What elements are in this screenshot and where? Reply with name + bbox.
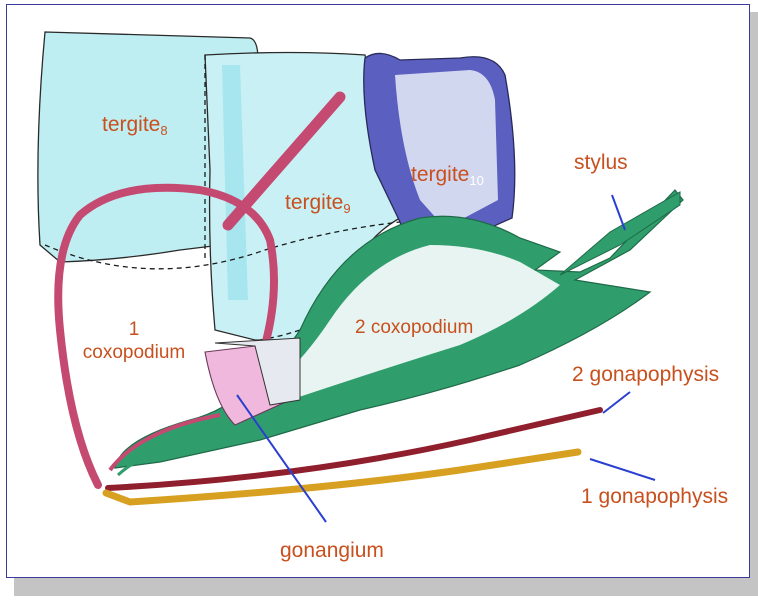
- tergite-8-label: tergite8: [102, 114, 168, 137]
- stylus-leader: [612, 195, 625, 230]
- coxopodium-1-number: 1: [74, 318, 194, 341]
- gonapophysis-2-leader: [603, 392, 630, 413]
- coxopodium-2-label: 2 coxopodium: [355, 318, 473, 337]
- tergite-10-label: tergite10: [411, 164, 484, 187]
- coxopodium-1-word: coxopodium: [74, 341, 194, 364]
- gonapophysis-2-label: 2 gonapophysis: [572, 364, 719, 385]
- gonapophysis-1-leader: [590, 459, 655, 480]
- stylus-label: stylus: [574, 152, 628, 173]
- stylus: [560, 192, 680, 275]
- coxopodium-1-label: 1 coxopodium: [74, 318, 194, 364]
- tergite-9-label: tergite9: [285, 192, 351, 215]
- gonapophysis-1: [106, 452, 578, 502]
- gonangium-label: gonangium: [280, 540, 384, 561]
- gonapophysis-1-label: 1 gonapophysis: [581, 486, 728, 507]
